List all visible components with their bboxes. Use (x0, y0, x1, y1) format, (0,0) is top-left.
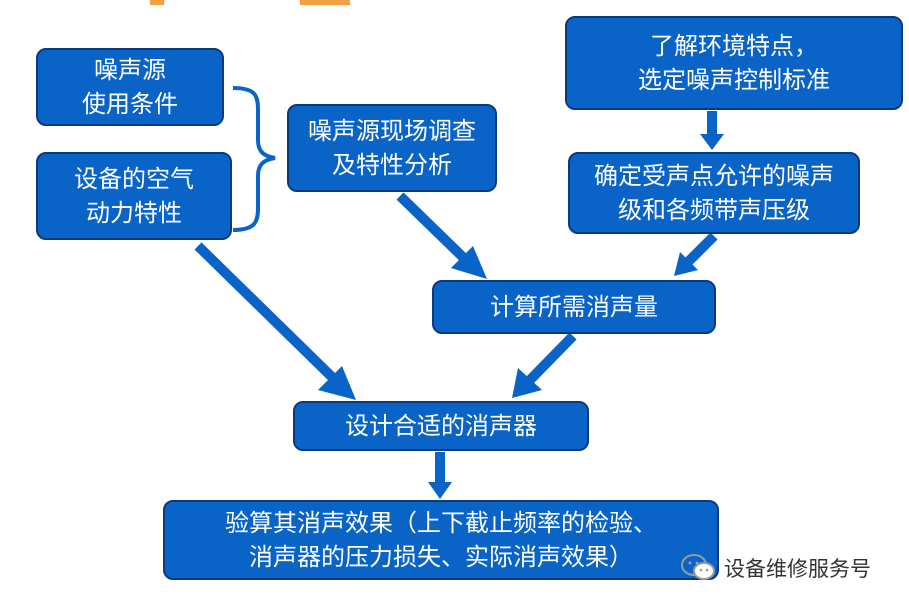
arrowhead-design-to-verify (428, 482, 452, 499)
box-line: 及特性分析 (332, 151, 452, 179)
arrow-required-to-design (526, 332, 577, 384)
box-line: 了解环境特点， (650, 32, 818, 60)
box-line: 使用条件 (82, 90, 178, 118)
arrow-survey-to-required (396, 192, 474, 268)
box-line: 设计合适的消声器 (345, 412, 537, 440)
box-line: 计算所需消声量 (490, 293, 658, 321)
arrowhead-equipment-to-design (318, 366, 356, 400)
box-line: 噪声源 (94, 56, 166, 84)
arrow-equipment-to-design (194, 242, 339, 384)
arrowhead-required-to-design (512, 368, 542, 398)
box-line: 消声器的压力损失、实际消声效果） (249, 543, 633, 571)
watermark: 设备维修服务号 (680, 548, 871, 588)
top-decoration-right (300, 0, 350, 5)
watermark-text: 设备维修服务号 (724, 557, 871, 581)
box-line: 噪声源现场调查 (308, 117, 476, 145)
box-design-muffler: 设计合适的消声器 (293, 401, 589, 451)
box-site-survey: 噪声源现场调查 及特性分析 (287, 104, 497, 192)
arrowhead-allowed-to-required (674, 252, 698, 276)
box-line: 确定受声点允许的噪声 (594, 162, 834, 190)
box-line: 级和各频带声压级 (618, 196, 810, 224)
box-line: 设备的空气 (74, 165, 194, 193)
wechat-icon (681, 554, 715, 580)
box-line: 动力特性 (86, 199, 182, 227)
arrow-allowed-to-required (684, 232, 718, 266)
arrowhead-env-to-allowed (700, 134, 724, 150)
box-required-attenuation: 计算所需消声量 (432, 280, 716, 334)
box-environment-standard: 了解环境特点， 选定噪声控制标准 (565, 16, 903, 110)
box-noise-source-conditions: 噪声源 使用条件 (36, 48, 224, 126)
box-line: 选定噪声控制标准 (638, 66, 830, 94)
top-decoration-left (150, 0, 164, 5)
box-verify-effect: 验算其消声效果（上下截止频率的检验、 消声器的压力损失、实际消声效果） (163, 500, 719, 580)
grouping-brace (232, 86, 276, 232)
box-equipment-aerodynamics: 设备的空气 动力特性 (36, 152, 232, 240)
box-line: 验算其消声效果（上下截止频率的检验、 (225, 509, 657, 537)
box-allowed-noise-level: 确定受声点允许的噪声 级和各频带声压级 (568, 152, 860, 234)
arrowhead-survey-to-required (451, 246, 487, 279)
